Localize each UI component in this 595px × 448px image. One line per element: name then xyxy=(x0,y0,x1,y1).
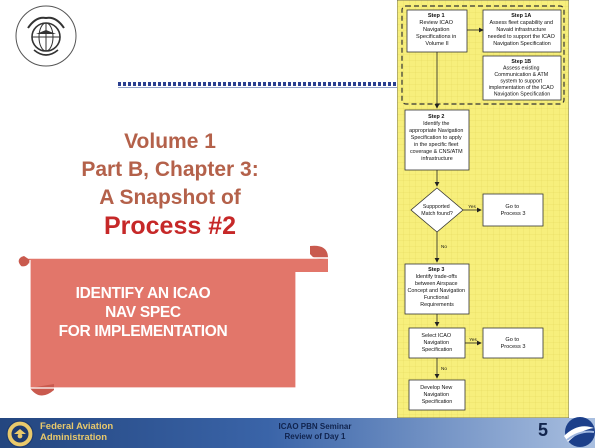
flow-select-spec: Select ICAO Navigation Specification xyxy=(408,327,466,359)
header-rule xyxy=(118,82,398,86)
faa-seal-icon xyxy=(6,420,34,448)
seminar-line-2: Review of Day 1 xyxy=(284,432,346,441)
flow-step-1a: Step 1A Assess fleet capability and Nava… xyxy=(482,9,562,53)
flow-step-3: Step 3 Identify trade-offs between Airsp… xyxy=(404,263,470,315)
flow-step-1: Step 1 Review ICAO Navigation Specificat… xyxy=(406,9,468,53)
goto1-text: Go to Process 3 xyxy=(501,204,526,217)
banner-line-1: IDENTIFY AN ICAO xyxy=(75,285,211,302)
faa-name: Federal Aviation Administration xyxy=(40,421,113,443)
flow-develop-spec: Develop New Navigation Specification xyxy=(408,379,466,411)
step1-text: Step 1 Review ICAO Navigation Specificat… xyxy=(416,13,458,47)
select-no-label: No xyxy=(441,366,447,371)
decision-yes-label: Yes xyxy=(468,204,476,209)
banner-line-3: FOR IMPLEMENTATION xyxy=(58,323,228,340)
step1b-text: Step 1B Assess existing Communication & … xyxy=(489,59,556,98)
title-line-1: Volume 1 xyxy=(124,130,216,153)
title-line-3: A Snapshot of xyxy=(99,186,241,209)
faa-line-1: Federal Aviation xyxy=(40,421,114,432)
header-rule-thin xyxy=(118,87,398,88)
step1a-text: Step 1A Assess fleet capability and Nava… xyxy=(488,13,557,47)
page-number: 5 xyxy=(538,420,549,440)
flow-step-1b: Step 1B Assess existing Communication & … xyxy=(482,55,562,101)
flow-step-2: Step 2 Identify the appropriate Navigati… xyxy=(404,109,470,171)
flowchart: Step 1 Review ICAO Navigation Specificat… xyxy=(397,0,569,418)
icao-logo xyxy=(15,5,77,67)
goto2-text: Go to Process 3 xyxy=(501,337,526,350)
faa-swoosh-logo xyxy=(564,417,595,447)
banner-scroll xyxy=(16,243,332,396)
title-line-4: Process #2 xyxy=(103,212,237,240)
banner-text: IDENTIFY AN ICAO NAV SPEC FOR IMPLEMENTA… xyxy=(30,284,256,341)
footer-bar xyxy=(0,418,595,448)
step2-text: Step 2 Identify the appropriate Navigati… xyxy=(409,114,465,162)
seminar-caption: ICAO PBN Seminar Review of Day 1 xyxy=(255,422,375,442)
title-line-2: Part B, Chapter 3: xyxy=(81,158,259,181)
select-text: Select ICAO Navigation Specification xyxy=(421,333,452,353)
faa-line-2: Administration xyxy=(40,432,108,443)
decision-text: Suppported Match found? xyxy=(421,204,453,217)
seminar-line-1: ICAO PBN Seminar xyxy=(278,422,352,431)
flow-goto-process3-2: Go to Process 3 xyxy=(482,327,544,359)
select-yes-label: Yes xyxy=(469,337,477,342)
slide-title: Volume 1 Part B, Chapter 3: A Snapshot o… xyxy=(70,128,270,240)
step3-text: Step 3 Identify trade-offs between Airsp… xyxy=(407,267,466,308)
decision-no-label: No xyxy=(441,244,447,249)
flow-goto-process3-1: Go to Process 3 xyxy=(482,193,544,227)
develop-text: Develop New Navigation Specification xyxy=(420,385,454,405)
banner-line-2: NAV SPEC xyxy=(105,304,181,321)
flow-right-margin xyxy=(569,0,595,418)
